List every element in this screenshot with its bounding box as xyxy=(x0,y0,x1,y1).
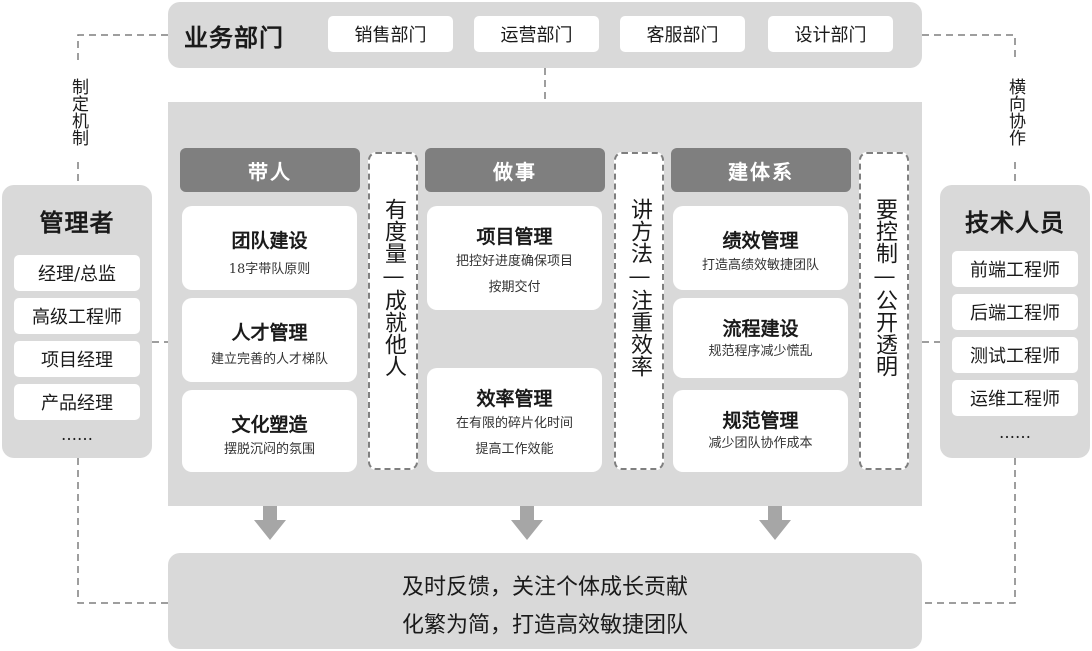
card-desc: 减少团队协作成本 xyxy=(708,436,813,451)
motto-text: 有度量—成就他人 xyxy=(381,198,406,377)
card-title: 项目管理 xyxy=(476,226,553,248)
card-culture-shaping: 文化塑造 摆脱沉闷的氛围 xyxy=(182,390,357,472)
card-desc: 18字带队原则 xyxy=(228,262,311,277)
manager-role-product-manager: 产品经理 xyxy=(14,384,140,420)
card-title: 效率管理 xyxy=(476,388,553,410)
department-customer-service: 客服部门 xyxy=(620,16,745,52)
card-performance-management: 绩效管理 打造高绩效敏捷团队 xyxy=(673,206,848,290)
card-team-building: 团队建设 18字带队原则 xyxy=(182,206,357,290)
footer-line-2: 化繁为简，打造高效敏捷团队 xyxy=(401,613,688,638)
card-desc-line: 按期交付 xyxy=(488,280,541,295)
right-bottom-connector xyxy=(922,458,1016,604)
tech-more: …… xyxy=(999,423,1031,442)
column-header-lead-people: 带人 xyxy=(180,148,360,192)
motto-box-control: 要控制—公开透明 xyxy=(859,152,909,470)
managers-title: 管理者 xyxy=(39,208,115,237)
footer-panel: 及时反馈，关注个体成长贡献 化繁为简，打造高效敏捷团队 xyxy=(168,553,922,649)
card-title: 规范管理 xyxy=(722,410,799,432)
motto-text: 要控制—公开透明 xyxy=(872,198,897,377)
tech-role-operations: 运维工程师 xyxy=(952,380,1078,416)
card-desc-line: 把控好进度确保项目 xyxy=(455,254,573,269)
column-header-do-things: 做事 xyxy=(425,148,605,192)
right-side-label: 横向协作 xyxy=(1005,78,1025,146)
left-top-connector xyxy=(77,34,168,60)
tech-role-backend: 后端工程师 xyxy=(952,294,1078,330)
manager-role-senior-engineer: 高级工程师 xyxy=(14,298,140,334)
business-title: 业务部门 xyxy=(184,23,284,52)
motto-text: 讲方法—注重效率 xyxy=(627,198,652,377)
card-desc: 建立完善的人才梯队 xyxy=(210,352,328,367)
department-sales: 销售部门 xyxy=(328,16,453,52)
managers-panel: 管理者 经理/总监 高级工程师 项目经理 产品经理 …… xyxy=(2,185,152,458)
manager-role-project-manager: 项目经理 xyxy=(14,341,140,377)
tech-title: 技术人员 xyxy=(965,208,1065,237)
card-title: 流程建设 xyxy=(722,318,799,340)
card-desc: 打造高绩效敏捷团队 xyxy=(701,258,819,273)
card-standard-management: 规范管理 减少团队协作成本 xyxy=(673,390,848,472)
right-top-connector xyxy=(922,34,1016,60)
card-process-building: 流程建设 规范程序减少慌乱 xyxy=(673,298,848,378)
tech-role-testing: 测试工程师 xyxy=(952,337,1078,373)
managers-more: …… xyxy=(61,425,93,444)
manager-role-director: 经理/总监 xyxy=(14,255,140,291)
business-department-panel: 业务部门 销售部门 运营部门 客服部门 设计部门 xyxy=(168,2,922,68)
tech-staff-panel: 技术人员 前端工程师 后端工程师 测试工程师 运维工程师 …… xyxy=(940,185,1090,458)
card-title: 人才管理 xyxy=(231,322,308,344)
column-header-build-system: 建体系 xyxy=(671,148,851,192)
card-title: 绩效管理 xyxy=(722,230,799,252)
card-desc-line: 提高工作效能 xyxy=(475,442,554,457)
motto-box-measure: 有度量—成就他人 xyxy=(368,152,418,470)
tech-role-frontend: 前端工程师 xyxy=(952,251,1078,287)
card-project-management: 项目管理 把控好进度确保项目 按期交付 xyxy=(427,206,602,310)
left-side-label: 制定机制 xyxy=(68,78,88,146)
left-bottom-connector xyxy=(77,458,168,604)
footer-line-1: 及时反馈，关注个体成长贡献 xyxy=(401,575,688,600)
department-operations: 运营部门 xyxy=(474,16,599,52)
card-title: 团队建设 xyxy=(231,230,308,252)
card-talent-management: 人才管理 建立完善的人才梯队 xyxy=(182,298,357,382)
card-title: 文化塑造 xyxy=(231,414,308,436)
card-desc: 摆脱沉闷的氛围 xyxy=(223,442,315,457)
department-design: 设计部门 xyxy=(768,16,893,52)
card-desc-line: 在有限的碎片化时间 xyxy=(455,416,573,431)
card-efficiency-management: 效率管理 在有限的碎片化时间 提高工作效能 xyxy=(427,368,602,472)
motto-box-method: 讲方法—注重效率 xyxy=(614,152,664,470)
card-desc: 规范程序减少慌乱 xyxy=(708,344,813,359)
